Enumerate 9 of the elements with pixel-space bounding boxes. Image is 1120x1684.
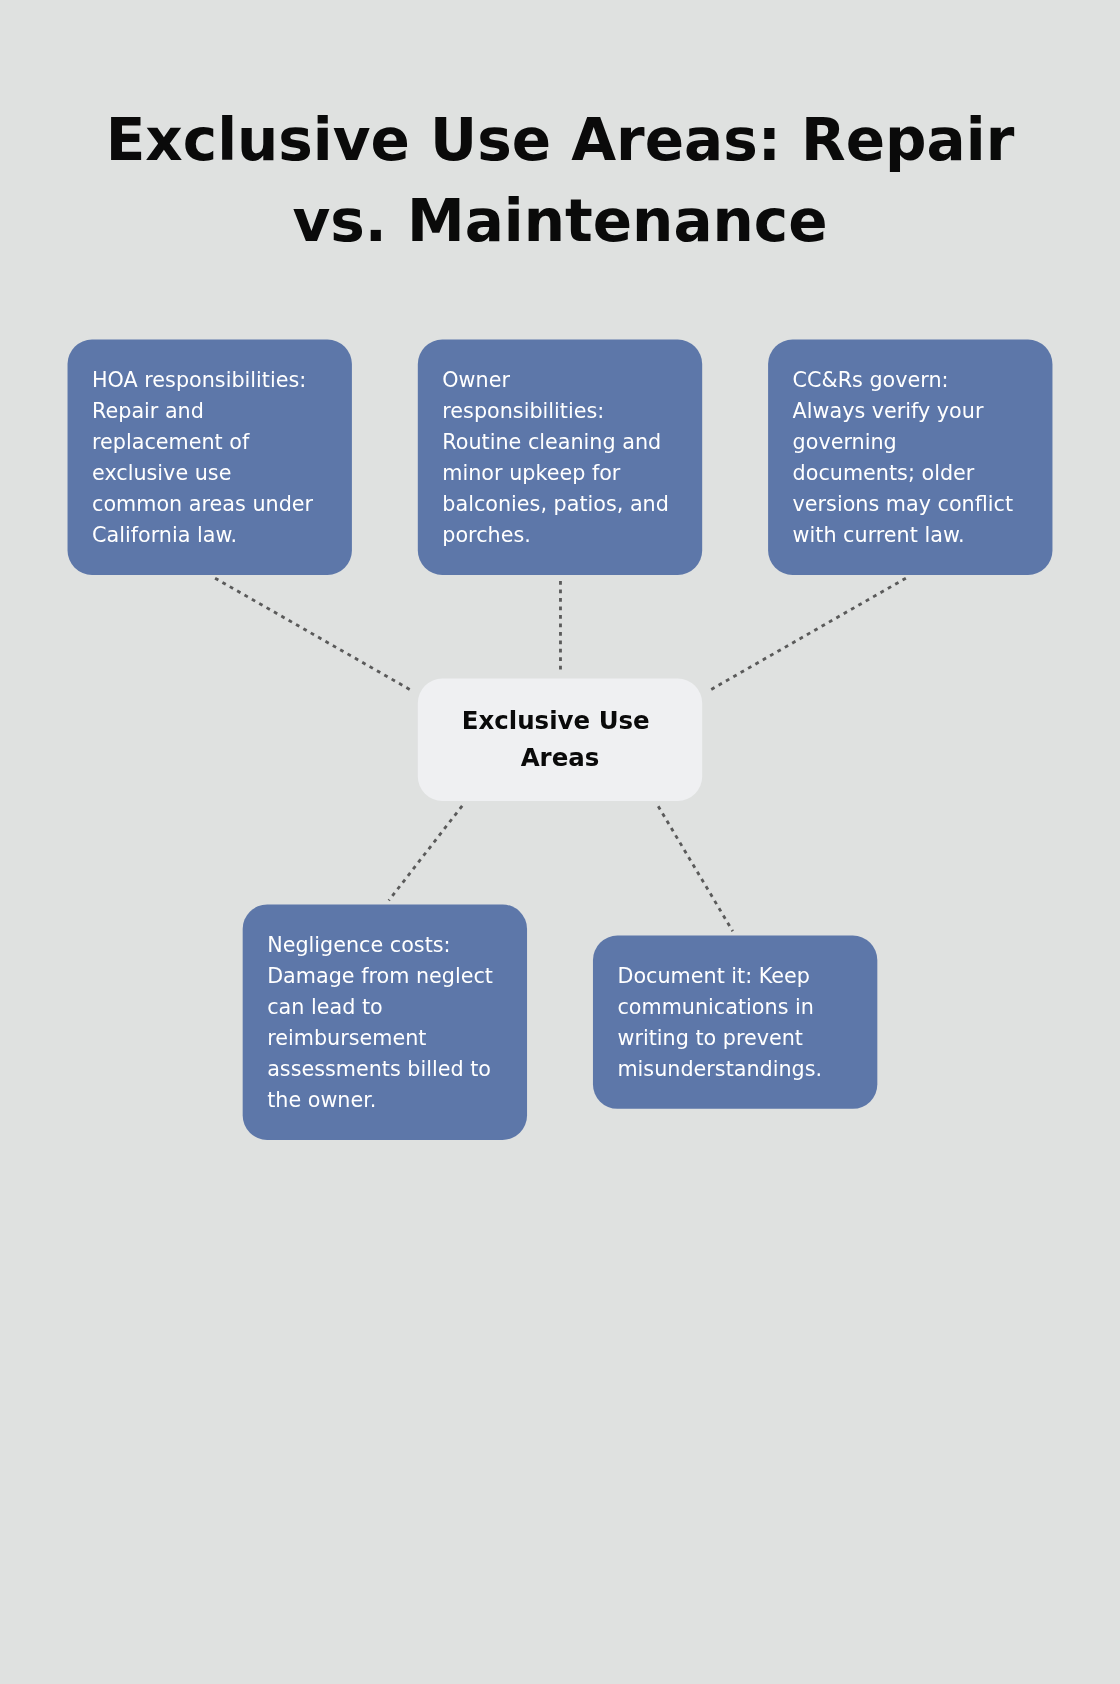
central-topic-box: Exclusive Use Areas: [417, 678, 703, 802]
dotted-connector: [657, 805, 734, 933]
topic-box: Document it: Keep communications in writing to prevent misunderstandings.: [592, 935, 878, 1110]
topic-box: Owner responsibilities: Routine cleaning and minor upkeep for balconies, patios, and porches.: [417, 339, 703, 576]
title: Exclusive Use Areas: Repair vs. Maintenance: [104, 105, 1016, 258]
dotted-connector: [387, 805, 464, 902]
topic-box: CC&Rs govern: Always verify your governing documents; older versions may conflict with current law.: [768, 339, 1053, 576]
topic-box: HOA responsibilities: Repair and replacement of exclusive use common areas under California law.: [67, 339, 352, 576]
topic-box: Negligence costs: Damage from neglect can lead to reimbursement assessments billed to the owner.: [242, 904, 528, 1141]
